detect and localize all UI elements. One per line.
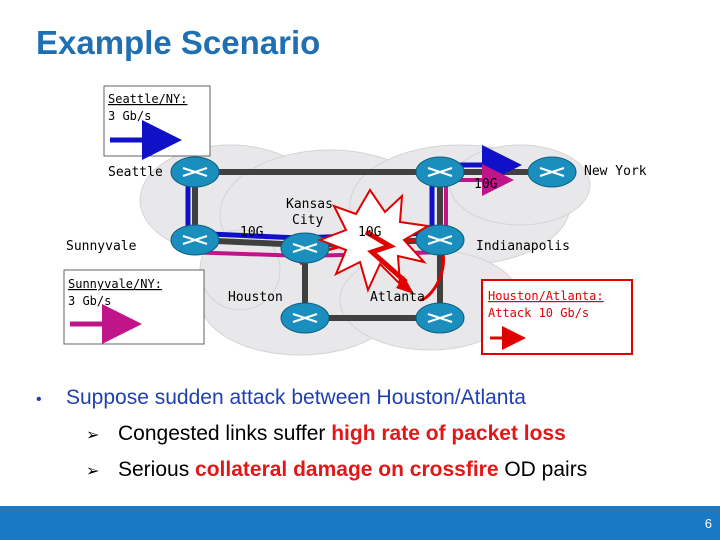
router-new-york — [527, 156, 577, 188]
router-indianapolis — [415, 224, 465, 256]
link-label-right: 10G — [474, 177, 498, 192]
link-label-middle: 10G — [358, 225, 382, 240]
label-indianapolis: Indianapolis — [476, 239, 570, 254]
router-atlanta — [415, 302, 465, 334]
legend-attack: Houston/Atlanta: Attack 10 Gb/s — [481, 279, 633, 355]
label-houston: Houston — [228, 290, 283, 305]
label-atlanta: Atlanta — [370, 290, 425, 305]
attack-burst-icon — [317, 188, 431, 293]
sub-bullet-1-text: Congested links suffer — [118, 422, 332, 445]
router-chicago — [415, 156, 465, 188]
legend-sunnyvale-ny-line1: Sunnyvale/NY: — [68, 277, 162, 291]
legend-seattle-ny: Seattle/NY: 3 Gb/s — [103, 85, 211, 160]
arrowhead-bullet-icon: ➢ — [86, 427, 100, 444]
router-sunnyvale — [170, 224, 220, 256]
page-number: 6 — [704, 516, 712, 531]
sub-bullet-2-suffix: OD pairs — [498, 458, 588, 481]
legend-sunnyvale-ny: Sunnyvale/NY: 3 Gb/s — [63, 269, 205, 345]
label-kansas-line2: City — [292, 213, 323, 228]
bullet-dot-icon: • — [36, 391, 42, 408]
network-diagram: Seattle Sunnyvale Kansas City Houston At… — [63, 85, 647, 356]
attack-arrowhead — [396, 276, 414, 294]
label-seattle: Seattle — [108, 165, 163, 180]
footer-bar: 6 — [0, 506, 720, 540]
bullet-main-text: Suppose sudden attack between Houston/At… — [66, 386, 526, 409]
label-kansas-line1: Kansas — [286, 197, 333, 212]
label-sunnyvale: Sunnyvale — [66, 239, 137, 254]
slide-title: Example Scenario — [36, 24, 321, 61]
router-houston — [280, 302, 330, 334]
bullet-list: • Suppose sudden attack between Houston/… — [30, 386, 710, 482]
arrowhead-bullet-icon: ➢ — [86, 463, 100, 480]
router-seattle — [170, 156, 220, 188]
attack-bolt-icon — [364, 229, 408, 284]
label-new-york: New York — [584, 164, 647, 179]
sub-bullet-2: ➢ Serious collateral damage on crossfire… — [86, 458, 710, 482]
legend-seattle-ny-line2: 3 Gb/s — [108, 109, 151, 123]
bullet-main: • Suppose sudden attack between Houston/… — [30, 386, 710, 410]
link-label-left: 10G — [240, 225, 264, 240]
legend-sunnyvale-ny-line2: 3 Gb/s — [68, 294, 111, 308]
sub-bullet-2-emphasis: collateral damage on crossfire — [195, 458, 499, 481]
legend-attack-line2: Attack 10 Gb/s — [488, 306, 589, 320]
router-kansas-city — [280, 232, 330, 264]
sub-bullet-2-text: Serious — [118, 458, 196, 481]
sub-bullet-1-emphasis: high rate of packet loss — [331, 422, 566, 445]
sub-bullet-1: ➢ Congested links suffer high rate of pa… — [86, 422, 710, 446]
legend-attack-line1: Houston/Atlanta: — [488, 289, 604, 303]
legend-seattle-ny-line1: Seattle/NY: — [108, 92, 187, 106]
